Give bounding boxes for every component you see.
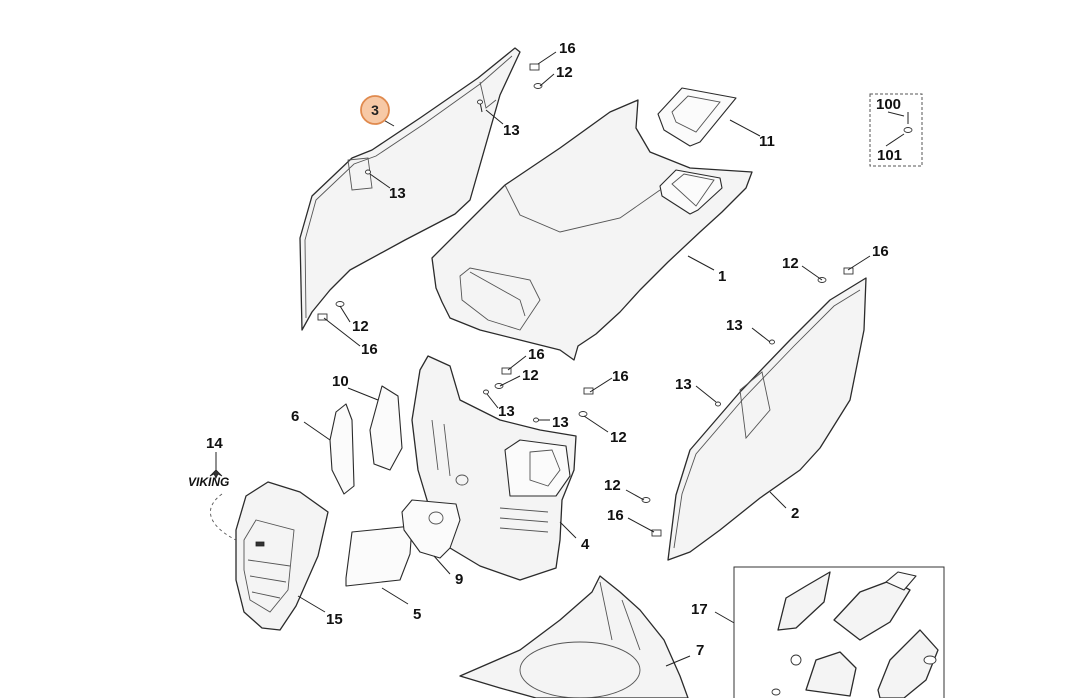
callout-13-top: 13 bbox=[503, 122, 520, 139]
callout-16-lower: 16 bbox=[607, 507, 624, 524]
inset-17-overview[interactable] bbox=[733, 566, 945, 698]
part-3-left-side-panel[interactable] bbox=[299, 47, 521, 331]
callout-16-left: 16 bbox=[361, 341, 378, 358]
callout-16-mid: 16 bbox=[612, 368, 629, 385]
callout-15: 15 bbox=[326, 611, 343, 628]
callout-16-top: 16 bbox=[559, 40, 576, 57]
callout-17: 17 bbox=[691, 601, 708, 618]
callout-2: 2 bbox=[791, 505, 799, 522]
part-5-headlight-lens[interactable] bbox=[345, 525, 413, 587]
leader-lines bbox=[210, 51, 905, 667]
callout-5: 5 bbox=[413, 606, 421, 623]
callout-12-mid: 12 bbox=[610, 429, 627, 446]
callout-100: 100 bbox=[876, 96, 901, 113]
highlight-circle-part-3[interactable] bbox=[360, 95, 390, 125]
kit-100-101-box bbox=[869, 93, 923, 167]
callout-4: 4 bbox=[581, 536, 590, 553]
callout-1: 1 bbox=[718, 268, 726, 285]
viking-horn-icon bbox=[209, 469, 223, 479]
callout-16-right: 16 bbox=[872, 243, 889, 260]
part-15-front-grille[interactable] bbox=[235, 481, 329, 631]
callout-13-right: 13 bbox=[726, 317, 743, 334]
viking-logo-part-14: VIKING bbox=[188, 475, 229, 489]
callout-13-center: 13 bbox=[498, 403, 515, 420]
callout-14: 14 bbox=[206, 435, 223, 452]
callout-7: 7 bbox=[696, 642, 704, 659]
callout-labels: 1 2 4 5 6 7 9 10 11 12 12 12 12 12 12 13… bbox=[206, 40, 902, 659]
part-7-lower-shell[interactable] bbox=[459, 575, 689, 698]
callout-13-lower: 13 bbox=[675, 376, 692, 393]
callout-11: 11 bbox=[759, 133, 775, 150]
callout-9: 9 bbox=[455, 571, 463, 588]
callout-13-left: 13 bbox=[389, 185, 406, 202]
part-6-side-trim[interactable] bbox=[329, 403, 355, 495]
callout-12-top: 12 bbox=[556, 64, 573, 81]
part-1-hood[interactable] bbox=[431, 99, 753, 361]
callout-3: 3 bbox=[371, 102, 379, 118]
part-9-headlight-housing[interactable] bbox=[401, 499, 461, 559]
fastener-icons bbox=[317, 63, 913, 537]
callout-10: 10 bbox=[332, 373, 349, 390]
callout-16-center: 16 bbox=[528, 346, 545, 363]
callout-6: 6 bbox=[291, 408, 299, 425]
callout-13-mid: 13 bbox=[552, 414, 569, 431]
part-10-lens[interactable] bbox=[369, 385, 403, 471]
callout-12-right: 12 bbox=[782, 255, 799, 272]
callout-12-lower: 12 bbox=[604, 477, 621, 494]
callout-12-left: 12 bbox=[352, 318, 369, 335]
callout-12-center: 12 bbox=[522, 367, 539, 384]
callout-101: 101 bbox=[877, 147, 902, 164]
part-2-right-side-panel[interactable] bbox=[667, 277, 867, 561]
part-11-grille-frame[interactable] bbox=[657, 87, 737, 147]
